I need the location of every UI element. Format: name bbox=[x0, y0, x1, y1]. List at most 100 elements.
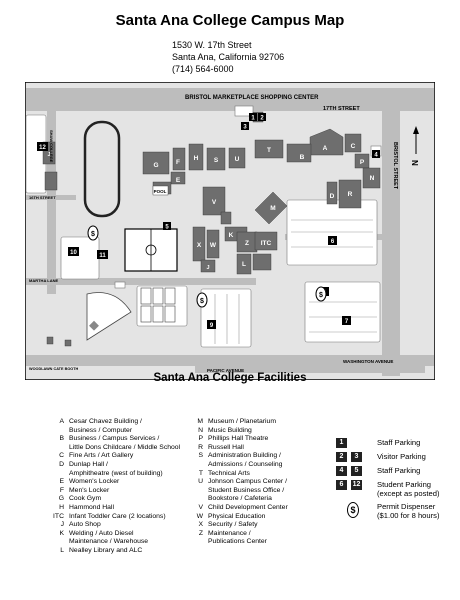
facility-name-line: Auto Shop bbox=[69, 521, 101, 529]
facility-row: G Cook Gym bbox=[47, 495, 180, 504]
facility-name: Security / Safety bbox=[208, 521, 258, 530]
lot-stripes bbox=[214, 219, 377, 344]
facility-code: F bbox=[59, 486, 64, 494]
building-label-v: W bbox=[210, 242, 217, 249]
parking-type-line: Staff Parking bbox=[377, 438, 421, 447]
facility-name: Auto Shop bbox=[69, 521, 101, 530]
dispenser-label-line: Permit Dispenser bbox=[377, 502, 436, 511]
page-title: Santa Ana College Campus Map bbox=[115, 12, 345, 29]
facility-row: A Cesar Chavez Building /Business / Compu… bbox=[47, 418, 180, 435]
facility-name: Technical Arts bbox=[208, 470, 250, 479]
building-label-d: D bbox=[330, 193, 335, 200]
street-label-top: BRISTOL MARKETPLACE SHOPPING CENTER bbox=[185, 95, 319, 101]
facility-name-line: Welding / Auto Diesel bbox=[69, 529, 134, 537]
facility-name-line: Cook Gym bbox=[69, 495, 102, 503]
facility-name: Fine Arts / Art Gallery bbox=[69, 452, 133, 461]
facility-code: V bbox=[198, 503, 203, 511]
facility-code: W bbox=[196, 512, 203, 520]
facility-name-line: Child Development Center bbox=[208, 503, 288, 511]
facility-name: Women's Locker bbox=[69, 478, 119, 487]
parking-type-line: Visitor Parking bbox=[377, 452, 426, 461]
building-label-a: A bbox=[323, 145, 328, 152]
street-label-bristol: BRISTOL STREET bbox=[392, 142, 398, 190]
lot-label-3: 3 bbox=[243, 125, 247, 131]
parking-type: Student Parking(except as posted) bbox=[377, 480, 439, 498]
street-label-corner: WOODLAWN CATE BOOTH bbox=[29, 367, 79, 371]
parking-type: Staff Parking bbox=[377, 438, 420, 447]
parking-code-badge: 6 bbox=[336, 480, 347, 490]
facility-name-line: Student Business Office / bbox=[208, 486, 285, 494]
facility-name-line: Fine Arts / Art Gallery bbox=[69, 452, 134, 460]
facility-name: Infant Toddler Care (2 locations) bbox=[69, 513, 166, 522]
facility-name-line: Johnson Campus Center / bbox=[208, 478, 287, 486]
address-line-1: 1530 W. 17th Street bbox=[172, 40, 252, 50]
building-label-x: Z bbox=[245, 240, 249, 247]
facility-name: Hammond Hall bbox=[69, 504, 114, 513]
building-label-b: B bbox=[300, 154, 305, 161]
building-label-p: R bbox=[348, 191, 353, 198]
facility-name: Cesar Chavez Building /Business / Comput… bbox=[69, 418, 142, 435]
lot-label-12: 12 bbox=[39, 145, 46, 151]
facility-name-line: Music Building bbox=[208, 426, 252, 434]
facility-name-line: Russell Hall bbox=[208, 443, 244, 451]
tennis-courts bbox=[140, 287, 176, 323]
dispenser-marker-east: $ bbox=[319, 292, 323, 299]
facility-name: Music Building bbox=[208, 427, 252, 436]
facility-name: Phillips Hall Theatre bbox=[208, 435, 268, 444]
facility-code: N bbox=[198, 426, 203, 434]
lot-label-1: 1 bbox=[251, 116, 255, 122]
north-arrow: N bbox=[410, 126, 419, 166]
building-label-k: L bbox=[242, 261, 246, 268]
building-label-s: T bbox=[267, 147, 271, 154]
building-label-l: M bbox=[270, 205, 275, 212]
facilities-title: Santa Ana College Facilities bbox=[153, 372, 307, 384]
facility-code: G bbox=[58, 495, 64, 503]
building-label-itc-west: J bbox=[47, 152, 50, 158]
permit-dispenser-markers: $ $ $ bbox=[87, 225, 327, 308]
facility-row: N Music Building bbox=[186, 427, 288, 436]
lot-label-11: 11 bbox=[99, 253, 106, 259]
building-label-t: U bbox=[235, 156, 240, 163]
facility-name-line: Security / Safety bbox=[208, 521, 258, 529]
dispenser-marker-south: $ bbox=[200, 298, 204, 305]
campus-map: A B C D E F G H J K L M N P R S T U V W … bbox=[25, 82, 435, 380]
facility-name-line: Business / Computer bbox=[69, 426, 133, 434]
permit-dispenser-row: $Permit Dispenser($1.00 for 8 hours) bbox=[336, 502, 439, 520]
facility-code: B bbox=[59, 435, 64, 443]
parking-type-line: Staff Parking bbox=[377, 466, 421, 475]
north-label: N bbox=[410, 160, 419, 166]
phone-number: (714) 564-6000 bbox=[172, 64, 234, 74]
facility-code: A bbox=[59, 418, 64, 425]
building-label-z: ITC bbox=[261, 240, 272, 247]
parking-type: Staff Parking bbox=[377, 466, 420, 475]
facility-code: C bbox=[59, 452, 64, 460]
facility-name: Museum / Planetarium bbox=[208, 418, 276, 427]
facility-name-line: Bookstore / Cafeteria bbox=[208, 495, 272, 503]
facility-name: Men's Locker bbox=[69, 487, 109, 496]
parking-type-line: (except as posted) bbox=[377, 489, 440, 498]
building-label-itc: J bbox=[206, 265, 209, 271]
lot-label-4: 4 bbox=[374, 153, 378, 159]
facility-name: Maintenance /Publications Center bbox=[208, 530, 267, 547]
building-label-u: V bbox=[212, 199, 217, 206]
facility-name-line: Women's Locker bbox=[69, 478, 120, 486]
lot-label-9: 9 bbox=[210, 323, 214, 329]
facility-row: C Fine Arts / Art Gallery bbox=[47, 452, 180, 461]
street-label-shaw: SHAW COLLEGE bbox=[49, 130, 54, 163]
facility-name-line: Maintenance / Warehouse bbox=[69, 538, 149, 546]
